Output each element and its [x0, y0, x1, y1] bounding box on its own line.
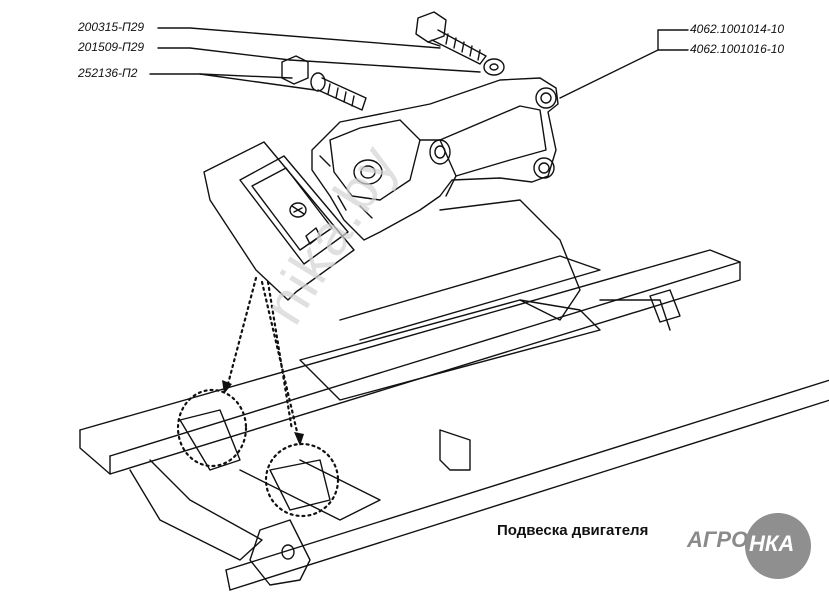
logo-circle [745, 513, 811, 579]
spring-washer [483, 58, 505, 76]
label-bolt-long: 200315-П29 [78, 20, 145, 34]
label-washer: 252136-П2 [78, 66, 138, 80]
label-bracket-left: 4062.1001014-10 [690, 22, 785, 36]
agronika-logo: АГРО НКА [687, 513, 827, 583]
diagram-caption: Подвеска двигателя [497, 522, 649, 539]
logo-left-text: АГРО [687, 527, 749, 552]
engine-bracket [311, 77, 559, 241]
callout-arrows [226, 276, 300, 438]
vehicle-frame [79, 199, 829, 591]
label-bracket-right: 4062.1001016-10 [690, 42, 785, 56]
label-bolt-short: 201509-П29 [78, 40, 145, 54]
short-bolt [281, 55, 367, 111]
logo-circle-text: НКА [749, 531, 795, 556]
detail-circles [176, 388, 340, 518]
rubber-pad [203, 141, 355, 301]
leader-lines [149, 27, 689, 99]
long-bolt [415, 11, 487, 65]
